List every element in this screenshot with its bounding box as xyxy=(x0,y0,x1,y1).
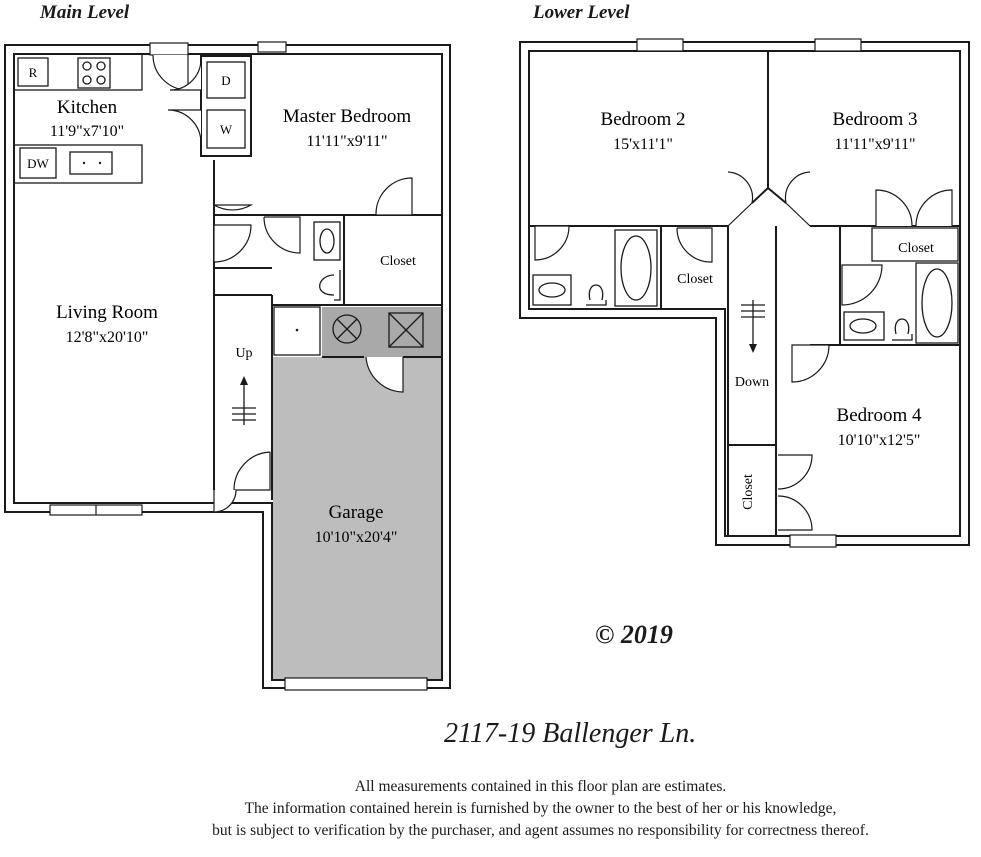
water-heater-closet xyxy=(273,306,321,356)
master-bedroom-dim: 11'11"x9'11" xyxy=(306,133,387,150)
refrigerator-label: R xyxy=(29,65,38,80)
closet-a-label: Closet xyxy=(677,272,713,287)
bedroom3-dim: 11'11"x9'11" xyxy=(834,136,915,153)
main-bath-sink xyxy=(313,221,341,261)
lower-toilet-2 xyxy=(892,318,913,341)
washer xyxy=(206,109,246,149)
ac-symbol xyxy=(388,312,424,348)
master-closet-label: Closet xyxy=(380,254,416,269)
lower-inner-wall xyxy=(528,50,961,537)
kitchen-counter-top xyxy=(13,53,143,91)
closet-b-label: Closet xyxy=(898,241,934,256)
lower-toilet-1 xyxy=(586,284,607,306)
kitchen-counter-bottom xyxy=(13,144,143,184)
main-inner-wall xyxy=(13,53,443,681)
laundry-closet xyxy=(200,55,252,157)
lower-level-plan: Closet Closet Down Closet xyxy=(519,38,970,548)
lower-tub-2 xyxy=(915,262,959,344)
furnace-symbol xyxy=(332,314,362,344)
main-level-plan: R DW D W Closet xyxy=(4,41,451,691)
disclaimer-line-1: All measurements contained in this floor… xyxy=(354,778,727,795)
entry-door xyxy=(152,54,189,91)
main-outer-wall xyxy=(4,44,451,689)
living-room-dim: 12'8"x20'10" xyxy=(66,329,149,346)
garage-name: Garage xyxy=(329,502,384,523)
lower-tub-1 xyxy=(614,229,658,307)
disclaimer-line-2: The information contained herein is furn… xyxy=(244,800,837,817)
bedroom3-name: Bedroom 3 xyxy=(833,109,918,130)
garage-dim: 10'10"x20'4" xyxy=(315,529,398,546)
garage-door xyxy=(284,677,428,691)
dishwasher xyxy=(19,147,57,179)
living-room-name: Living Room xyxy=(56,302,158,323)
lower-bath-sink-2 xyxy=(843,311,885,341)
washer-label: W xyxy=(220,122,233,137)
bedroom2-name: Bedroom 2 xyxy=(601,109,686,130)
bedroom2-dim: 15'x11'1" xyxy=(613,136,673,153)
dryer xyxy=(206,61,246,99)
main-toilet xyxy=(319,270,341,301)
disclaimer-line-3: but is subject to verification by the pu… xyxy=(212,822,869,839)
bedroom4-dim: 10'10"x12'5" xyxy=(838,432,921,449)
closet-c-label: Closet xyxy=(741,474,756,510)
main-level-title: Main Level xyxy=(40,2,130,23)
refrigerator xyxy=(17,57,49,87)
garage-area xyxy=(273,357,441,679)
window-top xyxy=(257,41,287,53)
stairs-up-label: Up xyxy=(235,346,252,361)
master-bedroom-name: Master Bedroom xyxy=(283,106,411,127)
copyright-text: © 2019 xyxy=(595,620,673,649)
lower-bath-sink-1 xyxy=(532,274,572,306)
dishwasher-label: DW xyxy=(27,156,49,171)
lower-level-title: Lower Level xyxy=(533,2,630,23)
closet-c xyxy=(727,444,777,537)
closet-b xyxy=(871,227,959,262)
lower-outer-wall xyxy=(519,41,970,546)
bedroom4-name: Bedroom 4 xyxy=(837,405,922,426)
kitchen-dim: 11'9"x7'10" xyxy=(50,123,124,140)
stove xyxy=(77,57,111,89)
disclaimer: All measurements contained in this floor… xyxy=(0,776,981,842)
kitchen-sink xyxy=(69,151,113,175)
kitchen-name: Kitchen xyxy=(57,97,118,118)
property-address: 2117-19 Ballenger Ln. xyxy=(444,718,697,749)
dryer-label: D xyxy=(221,73,230,88)
stairs-down-label: Down xyxy=(735,375,769,390)
